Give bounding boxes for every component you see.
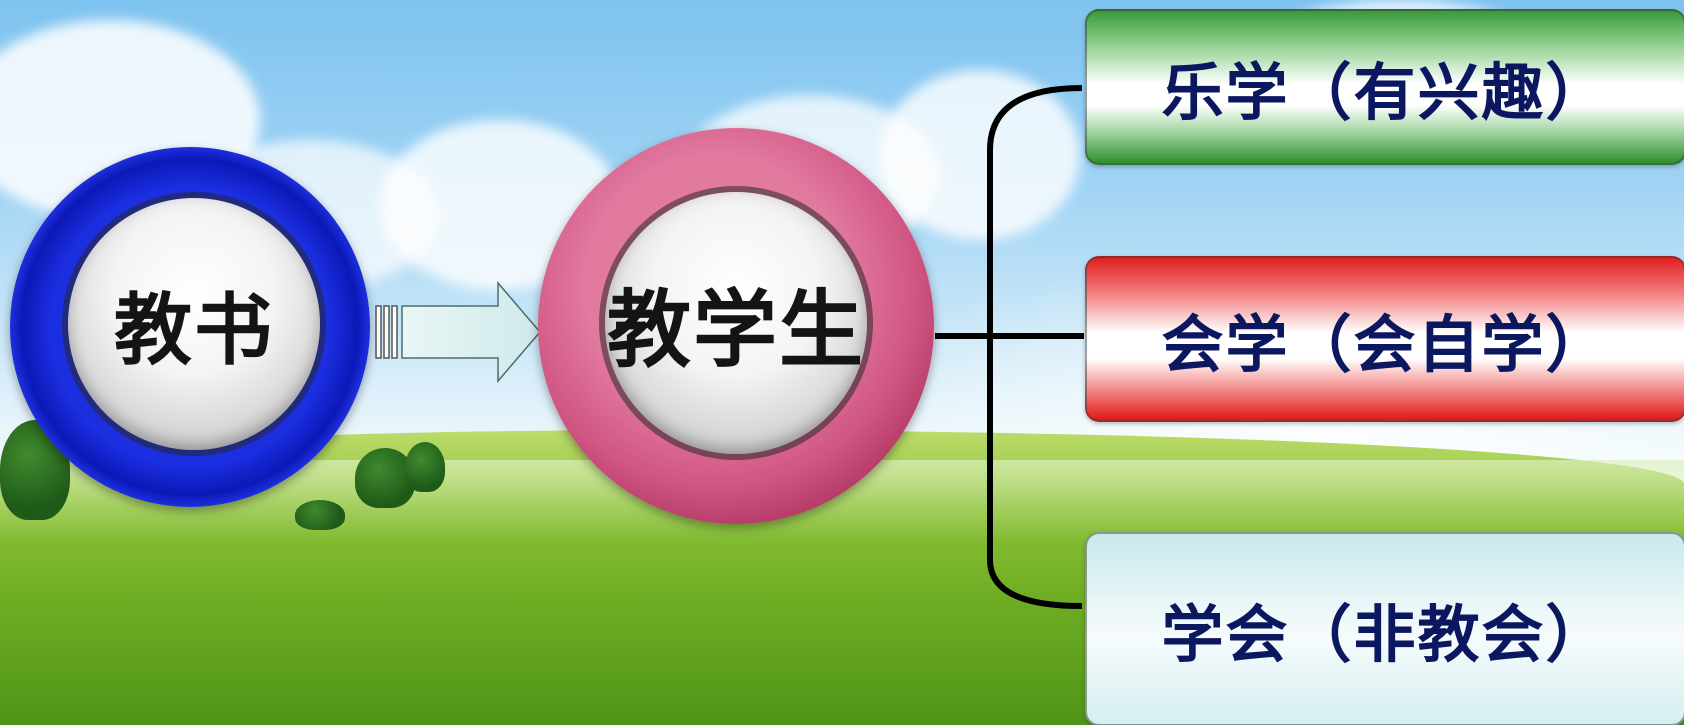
branch-box-happy-learning: 乐学（有兴趣） — [1085, 9, 1684, 165]
bush — [405, 442, 445, 492]
bush — [295, 500, 345, 530]
source-node: 教书 — [68, 198, 320, 450]
arrow-right-icon — [375, 280, 541, 384]
source-node-label: 教书 — [113, 286, 274, 376]
bracket-line — [987, 85, 1083, 609]
branch-box-learned: 学会（非教会） — [1085, 532, 1684, 725]
target-node-label: 教学生 — [606, 280, 865, 379]
branch-box-self-learning: 会学（会自学） — [1085, 256, 1684, 422]
branch-label: 乐学（有兴趣） — [1161, 56, 1610, 129]
branch-label: 学会（非教会） — [1161, 598, 1610, 671]
branch-label: 会学（会自学） — [1161, 308, 1610, 381]
target-node: 教学生 — [605, 192, 867, 454]
cloud — [880, 70, 1080, 240]
